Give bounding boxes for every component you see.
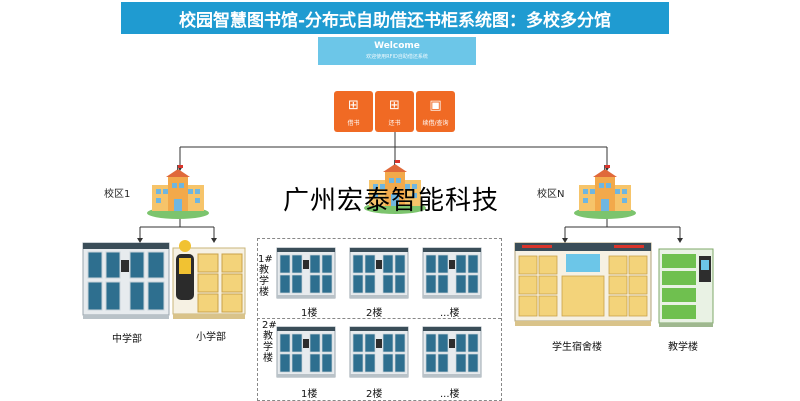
school-building-icon: [574, 165, 636, 219]
campus-n-label: 校区N: [537, 189, 565, 200]
dormitory-label: 学生宿舍楼: [552, 342, 602, 353]
building-1-label: 1# 教 学 楼: [258, 254, 273, 298]
welcome-screen: Welcome 欢迎使用RFID自助借还系统: [318, 37, 476, 65]
return-label: 还书: [388, 120, 401, 127]
cabinet-b1-fn: [422, 247, 482, 299]
school-building-icon: [364, 160, 426, 214]
welcome-subtitle: 欢迎使用RFID自助借还系统: [366, 54, 428, 60]
b2-floor1-label: 1楼: [301, 389, 318, 400]
cabinet-b2-f2: [349, 326, 409, 378]
cabinet-b1-f2: [349, 247, 409, 299]
query-renew-label: 续借/查询: [422, 120, 449, 127]
query-renew-icon: ▣: [429, 98, 442, 113]
cabinet-b1-f1: [276, 247, 336, 299]
book-return-icon: ⊞: [389, 98, 400, 113]
b1-floor1-label: 1楼: [301, 308, 318, 319]
cabinet-b2-fn: [422, 326, 482, 378]
cabinet-b2-f1: [276, 326, 336, 378]
b2-floor2-label: 2楼: [366, 389, 383, 400]
primary-school-label: 小学部: [196, 332, 226, 343]
building-divider: [257, 318, 501, 319]
teaching-building-label: 教学楼: [668, 342, 698, 353]
book-borrow-icon: ⊞: [348, 98, 359, 113]
b2-floorn-label: ...楼: [440, 389, 460, 400]
return-button: ⊞ 还书: [375, 91, 414, 132]
diagram-title: 校园智慧图书馆-分布式自助借还书柜系统图：多校多分馆: [121, 2, 669, 34]
school-building-icon: [147, 165, 209, 219]
watermark-text: 广州宏泰智能科技: [283, 186, 500, 216]
primary-school-cabinet: [172, 240, 246, 319]
welcome-heading: Welcome: [374, 41, 420, 51]
borrow-button: ⊞ 借书: [334, 91, 373, 132]
query-renew-button: ▣ 续借/查询: [416, 91, 455, 132]
building-2-label: 2# 教 学 楼: [262, 320, 277, 364]
dormitory-cabinet: [514, 242, 652, 326]
middle-school-label: 中学部: [112, 334, 142, 345]
campus-1-label: 校区1: [104, 189, 131, 200]
middle-school-cabinet: [82, 242, 170, 319]
b1-floorn-label: ...楼: [440, 308, 460, 319]
teaching-building-cabinet: [658, 248, 714, 327]
borrow-label: 借书: [347, 120, 360, 127]
b1-floor2-label: 2楼: [366, 308, 383, 319]
